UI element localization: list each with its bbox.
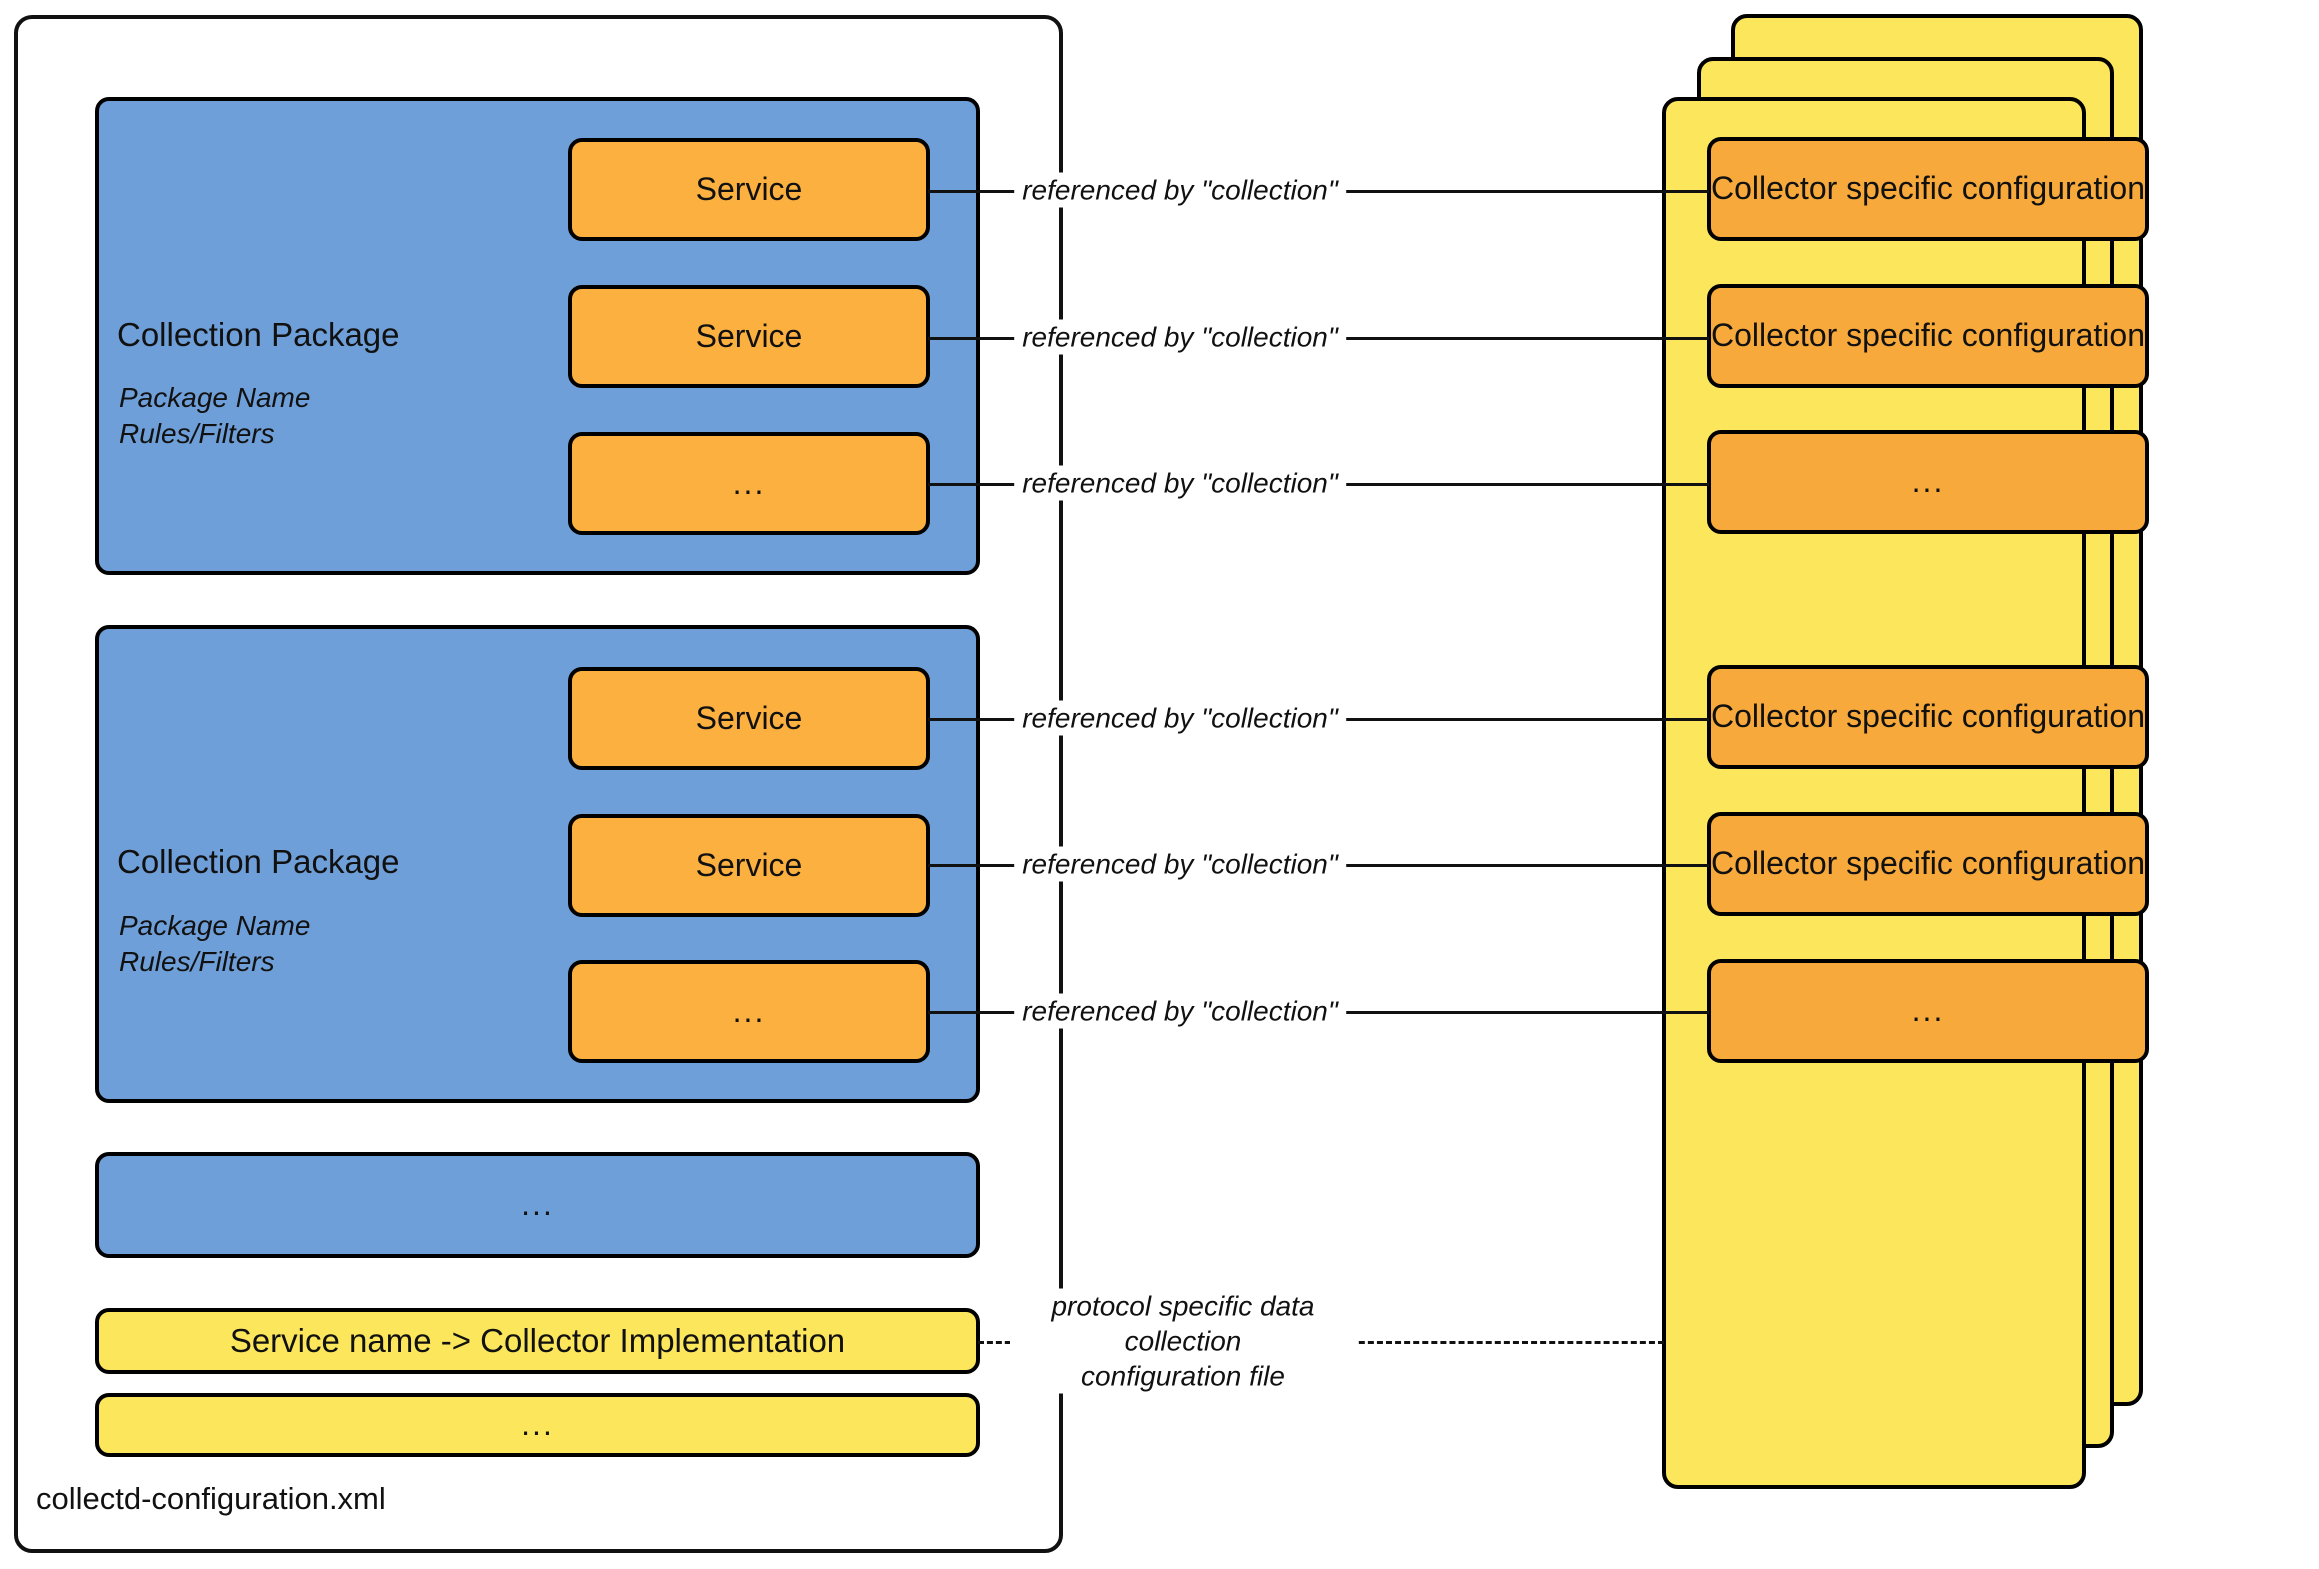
service-label: Service	[695, 699, 803, 736]
collector-config-label: Collector specific configuration	[1711, 170, 2145, 207]
connector-line-6-left	[928, 1011, 1094, 1014]
service-to-collector-mapping-label: Service name -> Collector Implementation	[229, 1321, 846, 1359]
package-name-label: Package Name	[119, 910, 311, 941]
connector-line-1-left	[928, 190, 1094, 193]
service-box-1[interactable]: Service	[568, 138, 930, 241]
connector-line-4-right	[1265, 718, 1709, 721]
collection-package-1-subtitle: Package Name Rules/Filters	[119, 380, 310, 453]
collection-package-1-title: Collection Package	[117, 316, 400, 353]
collector-config-label: Collector specific configuration	[1711, 317, 2145, 354]
collector-config-box-6[interactable]: ...	[1707, 959, 2149, 1063]
service-box-3[interactable]: ...	[568, 432, 930, 535]
connector-label-3: referenced by "collection"	[1014, 465, 1346, 501]
more-mappings-label: ...	[521, 1406, 554, 1443]
collector-config-label: Collector specific configuration	[1711, 845, 2145, 882]
connector-line-3-right	[1265, 483, 1709, 486]
more-mappings-strip[interactable]: ...	[95, 1393, 980, 1457]
collector-config-box-3[interactable]: ...	[1707, 430, 2149, 534]
service-label: Service	[695, 170, 803, 207]
service-box-2[interactable]: Service	[568, 285, 930, 388]
connector-line-5-left	[928, 864, 1094, 867]
service-label: ...	[732, 992, 766, 1029]
collection-package-2-title: Collection Package	[117, 843, 400, 880]
protocol-connector-label: protocol specific data collection config…	[1010, 1288, 1356, 1394]
service-label: Service	[695, 317, 803, 354]
service-box-5[interactable]: Service	[568, 814, 930, 917]
connector-label-1: referenced by "collection"	[1014, 172, 1346, 208]
connector-line-5-right	[1265, 864, 1709, 867]
connector-label-5: referenced by "collection"	[1014, 846, 1346, 882]
connector-line-2-left	[928, 337, 1094, 340]
collector-config-box-2[interactable]: Collector specific configuration	[1707, 284, 2149, 388]
connector-line-4-left	[928, 718, 1094, 721]
collector-config-box-5[interactable]: Collector specific configuration	[1707, 812, 2149, 916]
collector-config-label: Collector specific configuration	[1711, 698, 2145, 735]
package-name-label: Package Name	[119, 382, 311, 413]
connector-label-6: referenced by "collection"	[1014, 993, 1346, 1029]
rules-filters-label: Rules/Filters	[119, 418, 275, 450]
rules-filters-label: Rules/Filters	[119, 946, 275, 978]
more-packages-strip[interactable]: ...	[95, 1152, 980, 1258]
connector-line-3-left	[928, 483, 1094, 486]
service-box-4[interactable]: Service	[568, 667, 930, 770]
collector-config-label: ...	[1911, 463, 1945, 500]
service-label: Service	[695, 846, 803, 883]
service-label: ...	[732, 464, 766, 501]
connector-label-4: referenced by "collection"	[1014, 700, 1346, 736]
service-to-collector-mapping[interactable]: Service name -> Collector Implementation	[95, 1308, 980, 1374]
protocol-label-line-1: protocol specific data collection	[1051, 1290, 1315, 1357]
collector-config-box-1[interactable]: Collector specific configuration	[1707, 137, 2149, 241]
connector-line-2-right	[1265, 337, 1709, 340]
protocol-label-line-2: configuration file	[1081, 1360, 1285, 1392]
collectd-configuration-filename: collectd-configuration.xml	[36, 1481, 386, 1516]
collection-package-2-subtitle: Package Name Rules/Filters	[119, 908, 310, 981]
service-box-6[interactable]: ...	[568, 960, 930, 1063]
connector-line-1-right	[1265, 190, 1709, 193]
collector-config-label: ...	[1911, 992, 1945, 1029]
collector-config-box-4[interactable]: Collector specific configuration	[1707, 665, 2149, 769]
more-packages-label: ...	[521, 1186, 554, 1223]
protocol-connector-line-right	[1250, 1341, 1664, 1344]
connector-line-6-right	[1265, 1011, 1709, 1014]
connector-label-2: referenced by "collection"	[1014, 319, 1346, 355]
